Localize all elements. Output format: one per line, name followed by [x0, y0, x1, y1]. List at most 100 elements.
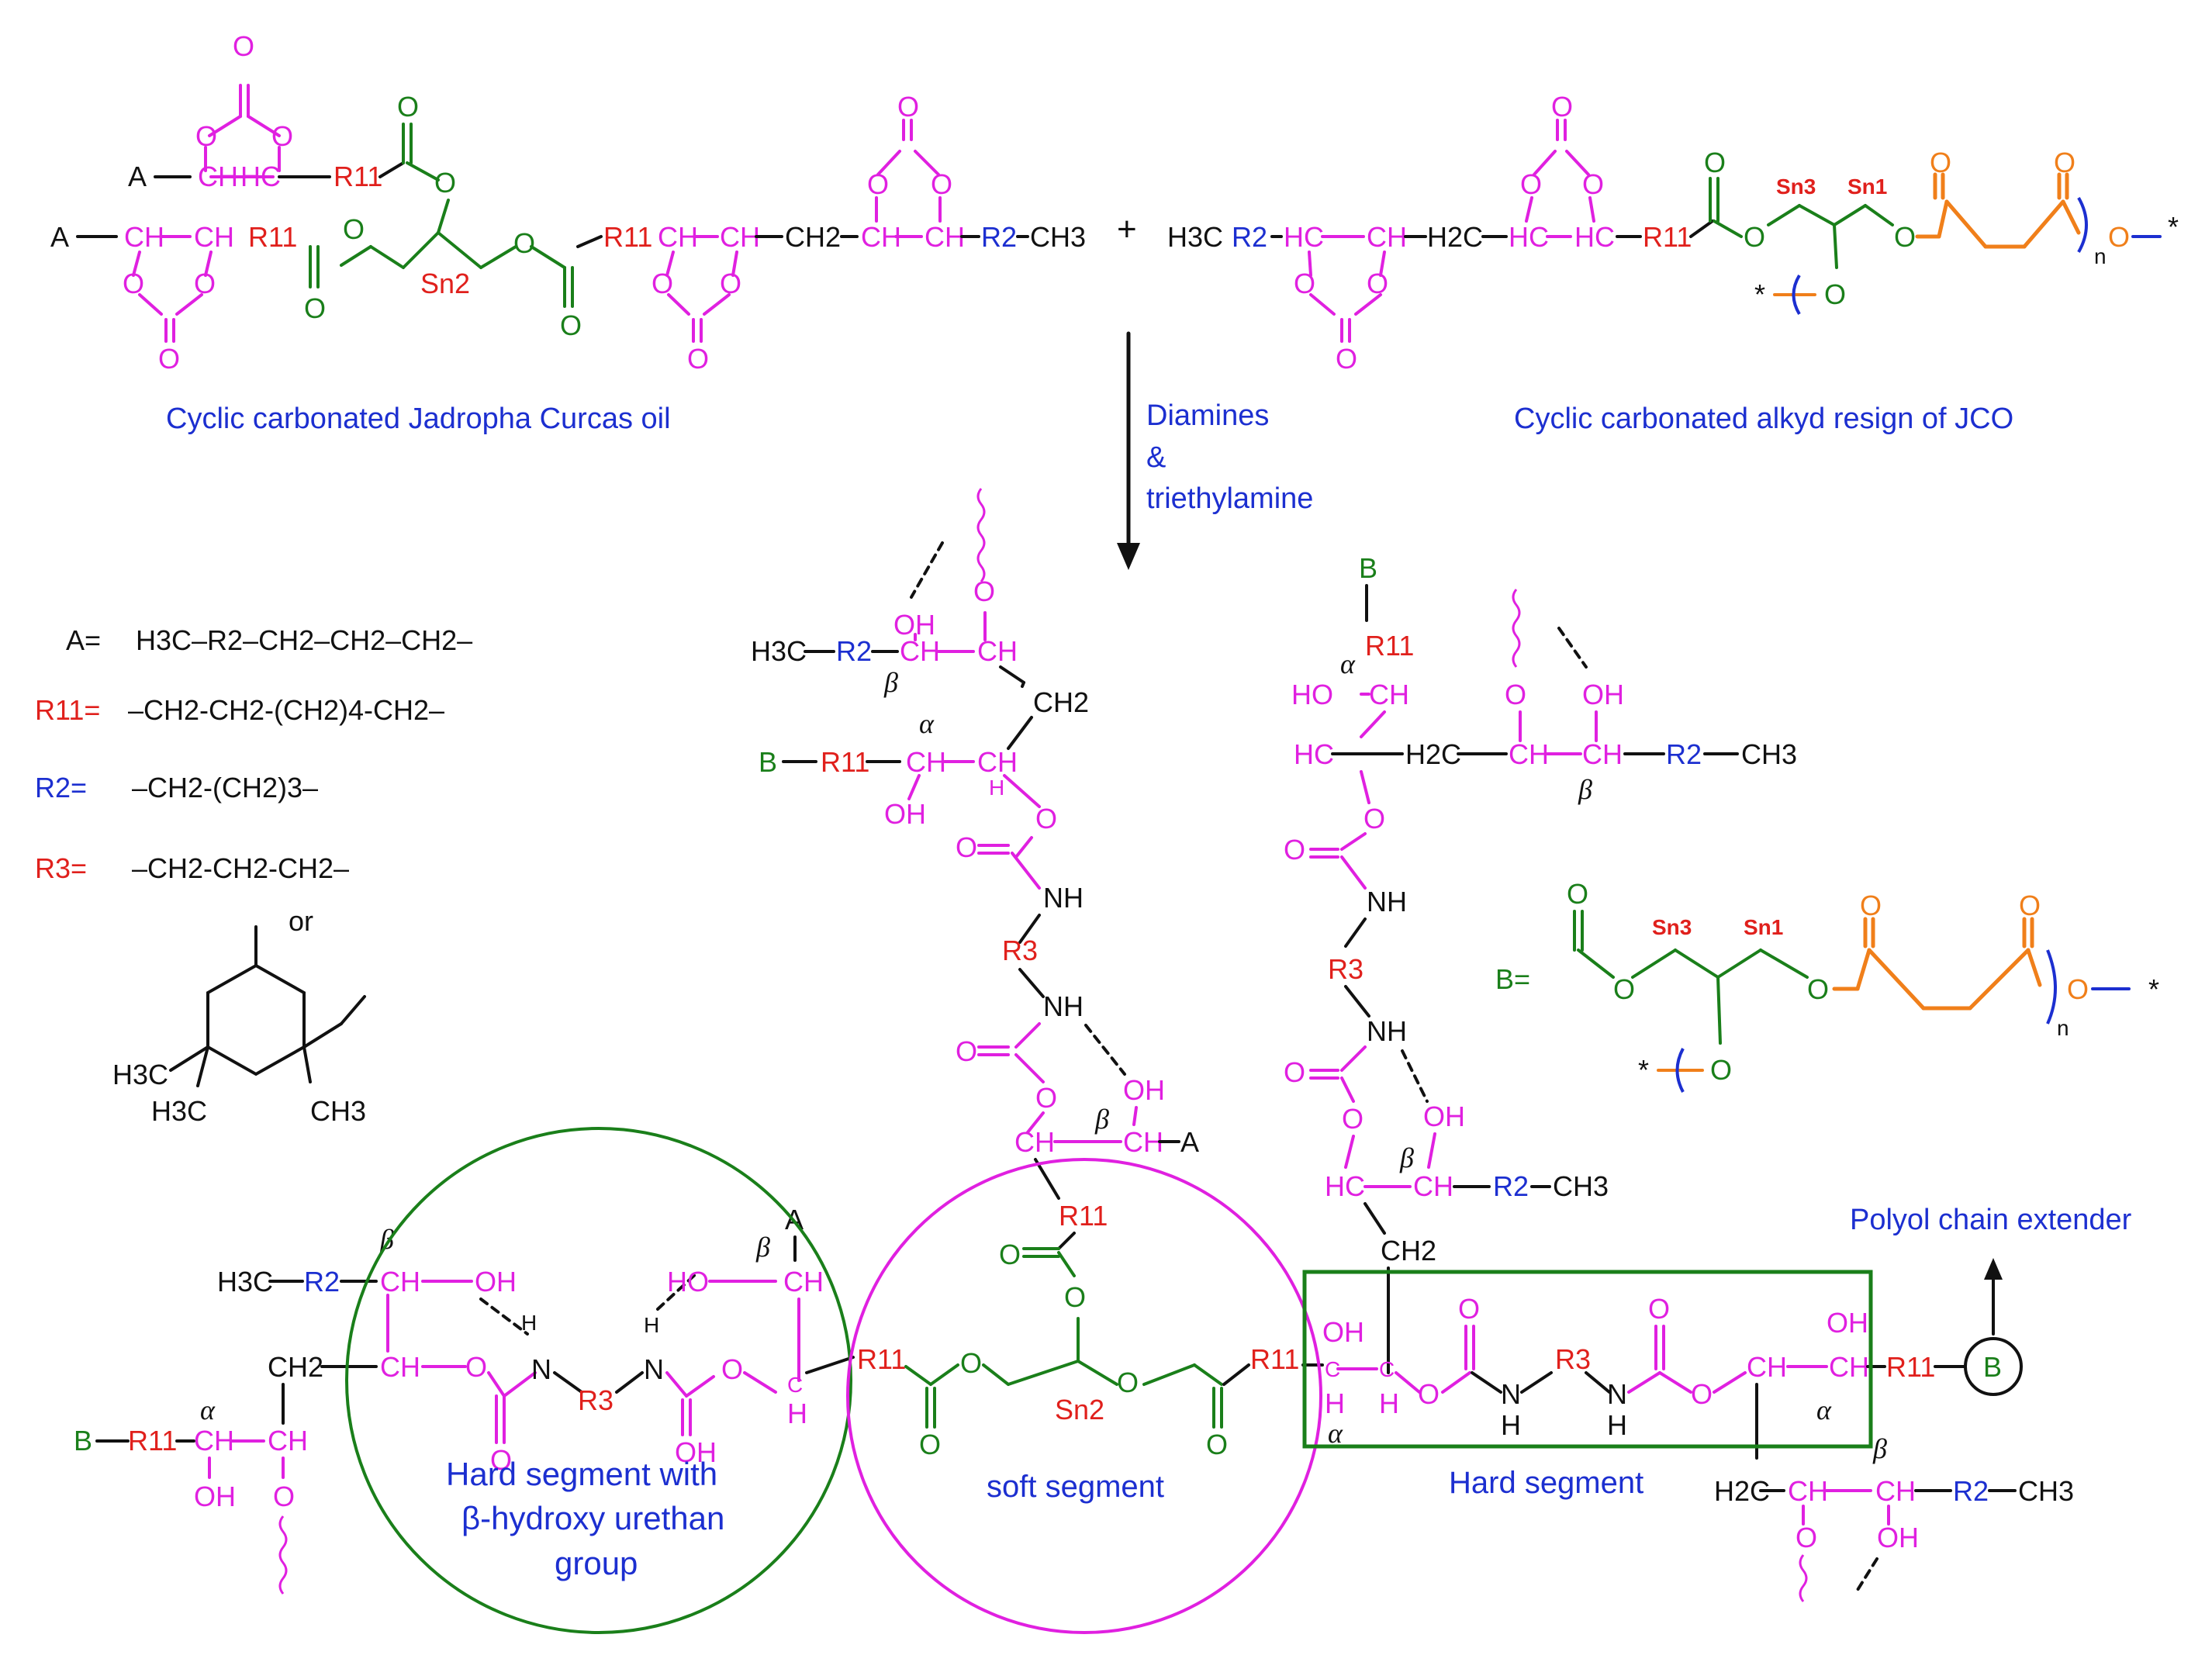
atom-label: CH [925, 221, 965, 253]
B-circle [1964, 1337, 2023, 1396]
atom-label: O [194, 268, 216, 299]
atom-label: O [434, 167, 456, 199]
atom-label: O [720, 268, 741, 299]
legend-R11-formula: –CH2-CH2-(CH2)4-CH2– [128, 694, 444, 726]
atom-label: OH [675, 1436, 717, 1468]
atom-label: O [1418, 1378, 1440, 1410]
atom-label: CH [900, 635, 940, 667]
alpha-label: α [1340, 648, 1356, 679]
atom-label: R3 [578, 1384, 613, 1416]
reactant-2-structure: H3C R2 HC CH H2C HC HC R11 [1167, 91, 2179, 375]
atom-label: CH [1367, 221, 1407, 253]
atom-label: O [999, 1239, 1021, 1270]
soft-segment-circle [846, 1158, 1322, 1634]
atom-label: O [1824, 278, 1846, 310]
atom-label-B: B [1359, 552, 1377, 584]
reactant-1-caption: Cyclic carbonated Jadropha Curcas oil [166, 403, 671, 435]
atom-label: N [1501, 1378, 1521, 1410]
atom-label: O [867, 168, 889, 200]
alpha-label: α [919, 708, 935, 739]
star: * [2168, 211, 2179, 243]
atom-label: O [1458, 1293, 1480, 1325]
reactant-2-caption: Cyclic carbonated alkyd resign of JCO [1514, 403, 2013, 435]
atom-label: O [956, 1035, 977, 1067]
stereo-label: Sn1 [1744, 915, 1783, 939]
atom-label: CH2 [1381, 1235, 1436, 1266]
atom-label: O [513, 227, 535, 259]
atom-label: HC [1509, 221, 1549, 253]
alpha-label: α [200, 1394, 216, 1425]
atom-label: O [1342, 1103, 1363, 1135]
atom-label: O [273, 1481, 295, 1512]
atom-label: CH3 [2018, 1475, 2074, 1507]
legend-R3-label: R3= [35, 852, 87, 884]
atom-label: O [1796, 1522, 1817, 1553]
atom-label: R3 [1555, 1343, 1591, 1375]
atom-label: O [233, 30, 254, 62]
atom-label: O [343, 213, 365, 245]
atom-label: OH [884, 798, 926, 830]
B-definition: B= O O O O Sn3 Sn1 * [1495, 878, 2159, 1093]
atom-label: O [1860, 890, 1882, 921]
atom-label: CH [198, 161, 238, 192]
atom-label: O [1691, 1378, 1713, 1410]
atom-label: O [465, 1351, 487, 1383]
atom-label: CH [783, 1266, 824, 1298]
atom-label: R11 [1643, 221, 1692, 253]
atom-label: H2C [1405, 738, 1461, 770]
stereo-label: Sn3 [1776, 175, 1816, 199]
atom-label: R2 [836, 635, 872, 667]
isophorone-ring [169, 925, 366, 1087]
atom-label: HC [240, 161, 281, 192]
atom-label: O [1294, 268, 1315, 299]
atom-label: HO [667, 1266, 709, 1298]
atom-label: O [1284, 834, 1305, 866]
atom-label: CH [124, 221, 164, 253]
atom-label-A: A [128, 161, 147, 192]
atom-label: H [1607, 1409, 1627, 1441]
atom-label: CH3 [1553, 1170, 1609, 1202]
atom-label: O [1363, 803, 1385, 834]
atom-label-B: B [1983, 1351, 2002, 1383]
atom-label: O [1367, 268, 1388, 299]
atom-label: O [1710, 1054, 1732, 1086]
atom-label: NH [1043, 882, 1084, 914]
atom-label: CH [1509, 738, 1549, 770]
atom-label: H3C [1167, 221, 1223, 253]
atom-label: N [531, 1353, 551, 1385]
atom-label: O [271, 120, 293, 152]
stereo-label: Sn2 [1055, 1394, 1104, 1425]
atom-label: CH [1747, 1351, 1787, 1383]
atom-label: CH [977, 746, 1018, 778]
atom-label: O [2067, 973, 2089, 1005]
beta-label: β [379, 1224, 394, 1255]
hard-segment-beta-line-2: β-hydroxy urethan [461, 1500, 724, 1536]
atom-label: O [490, 1444, 512, 1476]
atom-label: H3C [217, 1266, 273, 1298]
atom-label: O [560, 309, 582, 341]
reaction-arrow [1117, 331, 1140, 570]
atom-label: H3C [751, 635, 807, 667]
atom-label: H [1325, 1387, 1345, 1419]
atom-label: H [1379, 1387, 1399, 1419]
atom-label: H [644, 1313, 659, 1337]
legend-or: or [289, 905, 313, 937]
atom-label: OH [1322, 1316, 1364, 1348]
atom-label: CH3 [310, 1095, 366, 1127]
atom-label: O [1064, 1281, 1086, 1313]
atom-label: CH [194, 1425, 234, 1456]
atom-label: OH [1123, 1074, 1165, 1106]
atom-label: CH [1875, 1475, 1916, 1507]
atom-label: O [721, 1353, 743, 1385]
atom-label: O [158, 343, 180, 375]
atom-label: CH [658, 221, 698, 253]
atom-label: O [1567, 878, 1588, 910]
atom-label-B: B [759, 746, 777, 778]
atom-label: O [1807, 973, 1829, 1005]
atom-label: O [956, 831, 977, 863]
atom-label: O [397, 91, 419, 123]
atom-label: HC [1574, 221, 1615, 253]
atom-label: CH2 [268, 1351, 323, 1383]
legend: A= H3C–R2–CH2–CH2–CH2– R11= –CH2-CH2-(CH… [35, 624, 472, 1127]
atom-label: O [1117, 1367, 1139, 1398]
